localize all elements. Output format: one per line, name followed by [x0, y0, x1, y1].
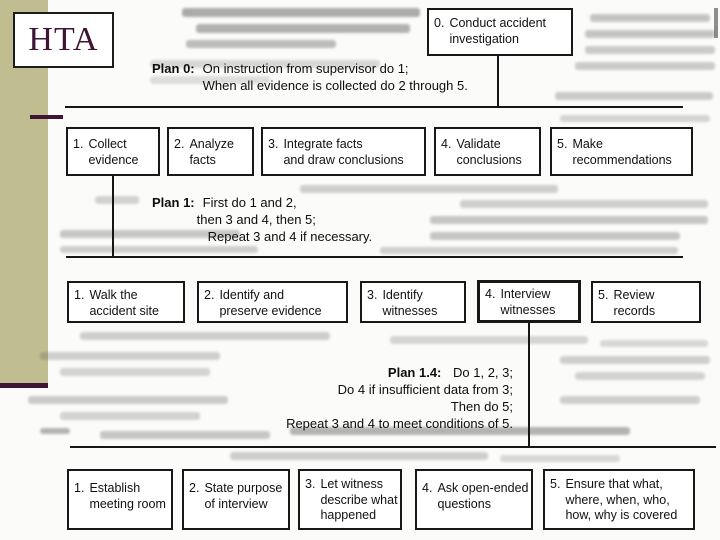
plan-line: Then do 5;: [450, 399, 513, 414]
task-label-line: happened: [320, 508, 377, 522]
task-label-line: of interview: [204, 496, 268, 511]
task-box-4-ask-open-ended-questions: 4. Ask open-ended questions: [415, 469, 533, 530]
plan-label: Plan 1:: [152, 195, 195, 210]
task-label-line: how, why is covered: [565, 508, 678, 522]
task-label-line: Conduct accident: [449, 16, 547, 30]
task-label-line: witnesses: [500, 302, 556, 317]
task-number: 1.: [73, 137, 84, 151]
task-label-line: Collect: [88, 137, 127, 151]
task-number: 3.: [367, 288, 378, 302]
task-label-line: records: [613, 303, 656, 318]
plan-label: Plan 0:: [152, 61, 195, 76]
task-number: 4.: [485, 287, 496, 301]
task-box-1-collect-evidence: 1. Collect evidence: [66, 127, 160, 176]
slide-title-box: HTA: [13, 12, 114, 68]
task-label-line: and draw conclusions: [283, 152, 404, 167]
task-label-line: Interview: [500, 287, 551, 301]
task-box-3-let-witness-describe: 3. Let witness describe what happened: [298, 469, 402, 530]
connector-root: [497, 55, 499, 107]
task-label-line: investigation: [449, 31, 519, 46]
task-label-line: State purpose: [204, 481, 283, 495]
plan-line: First do 1 and 2,: [202, 195, 297, 210]
title-accent-dash: [30, 115, 63, 119]
task-number: 4.: [441, 137, 452, 151]
task-label-line: facts: [189, 152, 216, 167]
task-box-5-ensure-coverage: 5. Ensure that what, where, when, who, h…: [543, 469, 695, 530]
task-box-5-make-recommendations: 5. Make recommendations: [550, 127, 693, 176]
task-label-line: Identify and: [219, 288, 285, 302]
plan-line: Repeat 3 and 4 to meet conditions of 5.: [286, 416, 513, 431]
task-label-line: Validate: [456, 137, 501, 151]
task-label-line: Identify: [382, 288, 423, 302]
plan-line: On instruction from supervisor do 1;: [202, 61, 409, 76]
task-label-line: conclusions: [456, 152, 522, 167]
task-box-2-identify-preserve-evidence: 2. Identify and preserve evidence: [197, 281, 348, 323]
task-number: 2.: [174, 137, 185, 151]
task-number: 1.: [74, 288, 85, 302]
plan-line: Repeat 3 and 4 if necessary.: [207, 229, 373, 244]
task-label-line: where, when, who,: [565, 492, 670, 507]
task-label-line: Let witness: [320, 477, 383, 491]
plan-label: Plan 1.4:: [387, 365, 442, 380]
task-label-line: Establish: [89, 481, 141, 495]
task-box-2-analyze-facts: 2. Analyze facts: [167, 127, 254, 176]
sidebar-accent-bar: [0, 383, 48, 388]
task-number: 0.: [434, 16, 445, 30]
task-number: 3.: [268, 137, 279, 151]
task-box-4-validate-conclusions: 4. Validate conclusions: [434, 127, 541, 176]
task-label-line: Ask open-ended: [437, 481, 529, 495]
plan-line: When all evidence is collected do 2 thro…: [202, 78, 468, 93]
plan-1-annotation: Plan 1: First do 1 and 2, then 3 and 4, …: [152, 194, 372, 245]
task-number: 2.: [204, 288, 215, 302]
task-label-line: evidence: [88, 152, 139, 167]
task-label-line: Review: [613, 288, 655, 302]
task-label-line: Integrate facts: [283, 137, 363, 151]
plan-1-4-annotation: Plan 1.4: Do 1, 2, 3; Do 4 if insufficie…: [286, 364, 513, 432]
task-number: 2.: [189, 481, 200, 495]
connector-level3-rail: [70, 446, 716, 448]
task-number: 3.: [305, 477, 316, 491]
task-box-4-interview-witnesses: 4. Interview witnesses: [477, 280, 581, 323]
task-number: 5.: [550, 477, 561, 491]
task-label-line: witnesses: [382, 303, 438, 318]
task-box-1-walk-accident-site: 1. Walk the accident site: [67, 281, 185, 323]
plan-line: Do 4 if insufficient data from 3;: [337, 382, 513, 397]
task-label-line: recommendations: [572, 152, 672, 167]
task-label-line: preserve evidence: [219, 303, 322, 318]
task-label-line: Walk the: [89, 288, 138, 302]
task-box-3-identify-witnesses: 3. Identify witnesses: [360, 281, 466, 323]
task-label-line: describe what: [320, 492, 398, 507]
task-label-line: meeting room: [89, 496, 166, 511]
task-number: 4.: [422, 481, 433, 495]
plan-line: Do 1, 2, 3;: [453, 365, 513, 380]
task-label-line: questions: [437, 496, 491, 511]
task-number: 5.: [598, 288, 609, 302]
task-label-line: Make: [572, 137, 604, 151]
connector-level1-rail: [65, 106, 683, 108]
task-number: 5.: [557, 137, 568, 151]
task-box-1-establish-meeting-room: 1. Establish meeting room: [67, 469, 173, 530]
task-label-line: Analyze: [189, 137, 234, 151]
task-label-line: accident site: [89, 303, 159, 318]
plan-0-annotation: Plan 0: On instruction from supervisor d…: [152, 60, 468, 94]
task-box-2-state-purpose-of-interview: 2. State purpose of interview: [182, 469, 290, 530]
plan-line: then 3 and 4, then 5;: [196, 212, 316, 227]
task-box-3-integrate-facts: 3. Integrate facts and draw conclusions: [261, 127, 426, 176]
connector-level2-rail: [66, 256, 683, 258]
connector-task1-4: [528, 322, 530, 448]
task-number: 1.: [74, 481, 85, 495]
scan-edge-mark: [714, 8, 718, 38]
task-box-5-review-records: 5. Review records: [591, 281, 701, 323]
task-box-0-conduct-accident-investigation: 0. Conduct accident investigation: [427, 8, 573, 56]
slide-title: HTA: [28, 21, 99, 58]
task-label-line: Ensure that what,: [565, 477, 663, 491]
connector-task1: [112, 175, 114, 258]
